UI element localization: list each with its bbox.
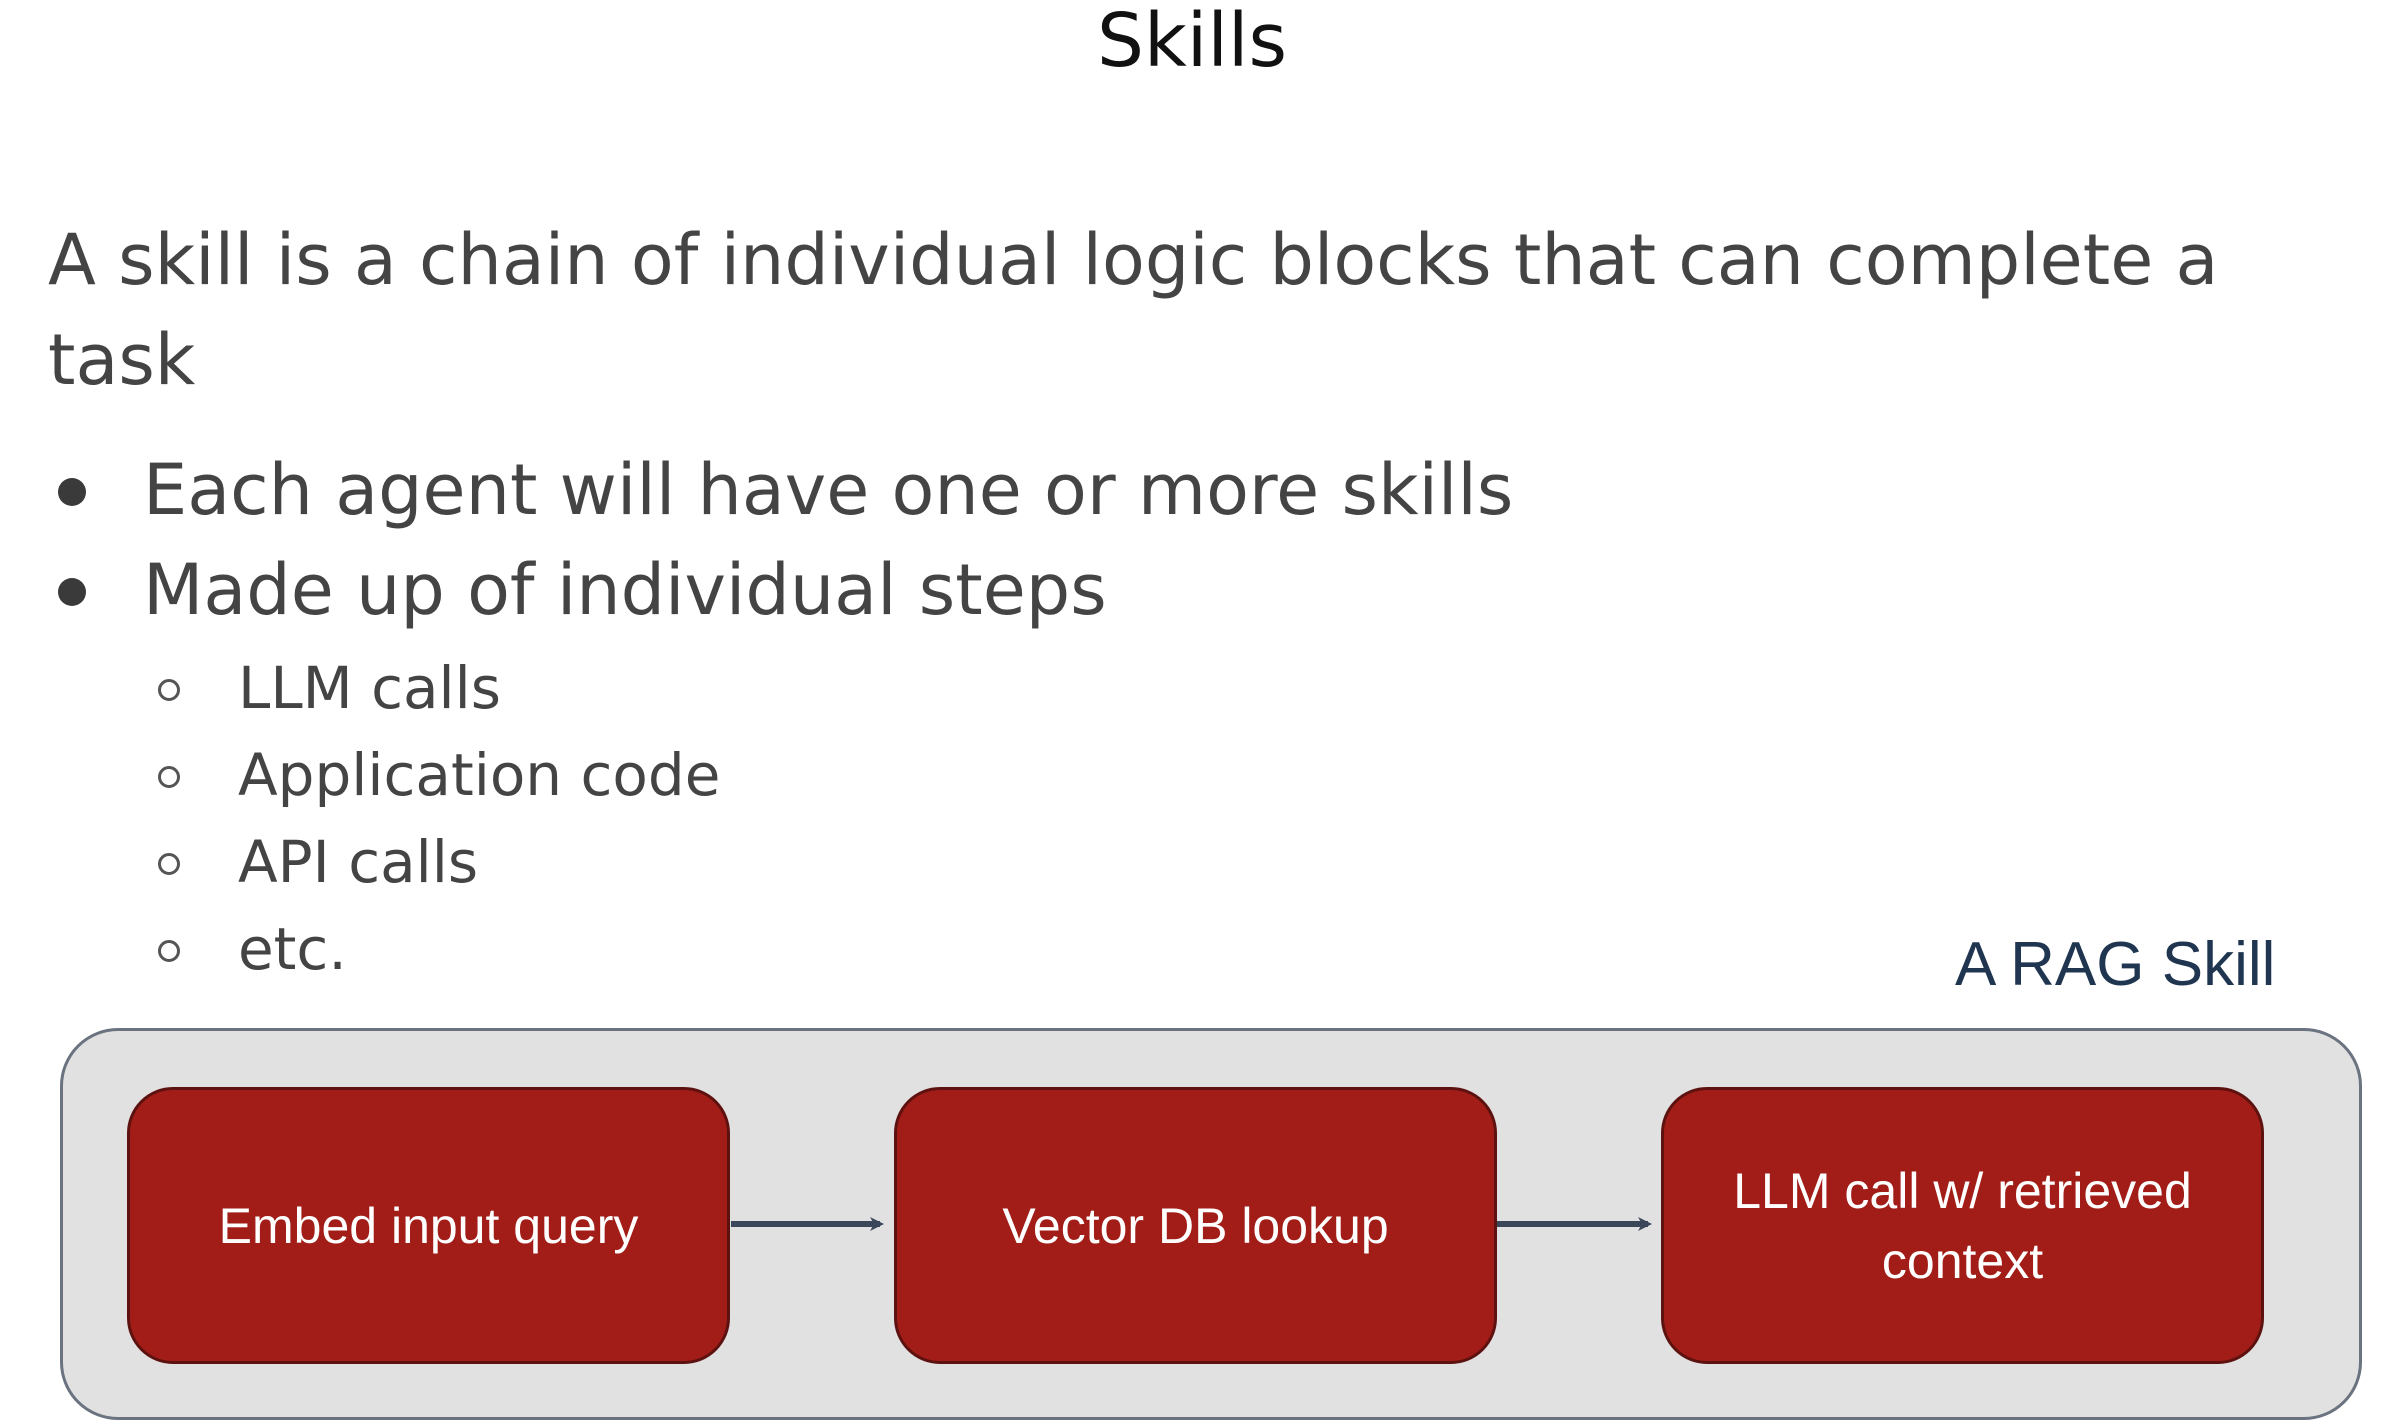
bullet-dot-icon bbox=[58, 478, 86, 506]
step-llm-call: LLM call w/ retrieved context bbox=[1661, 1087, 2264, 1364]
step-label: Vector DB lookup bbox=[1002, 1197, 1389, 1254]
sub-bullet-text: Application code bbox=[238, 741, 721, 809]
bullet-dot-icon bbox=[58, 578, 86, 606]
step-vector-db-lookup: Vector DB lookup bbox=[894, 1087, 1497, 1364]
intro-text: A skill is a chain of individual logic b… bbox=[48, 219, 2219, 401]
step-label: Embed input query bbox=[218, 1197, 639, 1254]
hollow-bullet-icon bbox=[158, 766, 180, 788]
step-label: LLM call w/ retrieved context bbox=[1733, 1162, 2192, 1289]
diagram-title: A RAG Skill bbox=[1955, 930, 2276, 999]
bullet-text: Made up of individual steps bbox=[143, 549, 1107, 631]
hollow-bullet-icon bbox=[158, 679, 180, 701]
sub-bullet-text: LLM calls bbox=[238, 654, 501, 722]
slide-title: Skills bbox=[1096, 0, 1288, 84]
hollow-bullet-icon bbox=[158, 853, 180, 875]
sub-bullet-text: etc. bbox=[238, 915, 347, 983]
step-embed-input-query: Embed input query bbox=[127, 1087, 730, 1364]
bullet-text: Each agent will have one or more skills bbox=[143, 449, 1514, 531]
hollow-bullet-icon bbox=[158, 940, 180, 962]
sub-bullet-text: API calls bbox=[238, 828, 479, 896]
